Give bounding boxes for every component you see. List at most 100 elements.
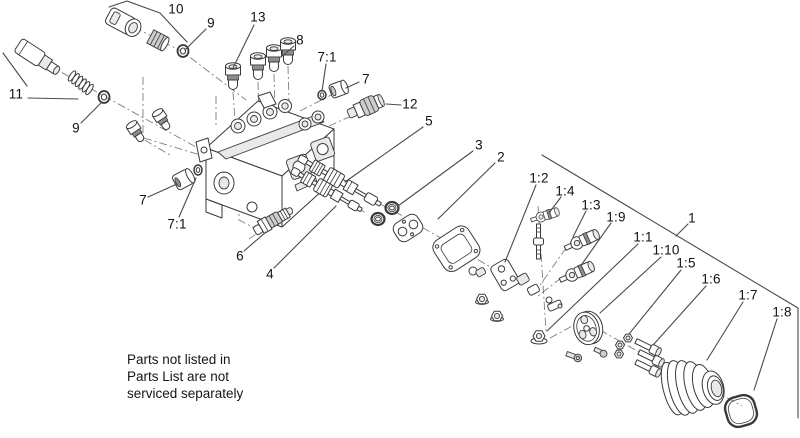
part-washer-3 <box>370 211 386 227</box>
service-note: Parts not listed in Parts List are not s… <box>127 351 243 402</box>
axis-line <box>142 77 171 156</box>
callout-8: 8 <box>296 32 304 48</box>
callout-1-10: 1:10 <box>652 242 680 258</box>
callout-6: 6 <box>236 248 244 264</box>
part-plug <box>151 108 171 130</box>
part-washer-9-left <box>97 90 111 104</box>
leader-12 <box>385 103 402 106</box>
callout-1-2: 1:2 <box>529 170 549 186</box>
part-flange-nut-1-1 <box>530 330 548 345</box>
part-plug-7-left <box>171 168 196 191</box>
callout-7-1-left: 7:1 <box>167 216 187 232</box>
part-boot-1-7 <box>660 360 725 416</box>
leader-6 <box>243 231 267 252</box>
axis-line <box>143 137 211 159</box>
leader-1-4 <box>548 196 562 214</box>
axis-line <box>549 323 577 339</box>
part-fitting-12 <box>346 93 385 119</box>
part-ball-joint-1-4 <box>530 207 560 223</box>
leader-1-8 <box>753 318 778 391</box>
callout-11: 11 <box>8 86 24 102</box>
leader-1-2 <box>504 184 537 263</box>
part-nut-1-5 <box>614 349 624 359</box>
part-nut-1-5 <box>623 333 633 343</box>
leader-1-6 <box>653 285 707 345</box>
callout-2: 2 <box>497 149 505 165</box>
leader-1-10 <box>599 256 662 314</box>
part-spool-5 <box>297 154 382 207</box>
leader-1-1 <box>546 243 639 332</box>
bracket-1 <box>541 154 799 419</box>
part-washer-3 <box>384 200 400 216</box>
leader-4 <box>273 205 337 269</box>
part-washer-9-top <box>176 44 190 58</box>
part-screw <box>565 351 583 363</box>
leader-1-7 <box>706 301 744 361</box>
leader-7-left <box>147 183 178 198</box>
callout-1-6: 1:6 <box>701 271 721 287</box>
leader-13 <box>232 24 255 69</box>
leader-9-left <box>80 101 103 124</box>
callout-1-4: 1:4 <box>555 183 575 199</box>
axis-line <box>537 277 562 297</box>
callout-3: 3 <box>475 137 483 153</box>
leader-1-9 <box>581 222 612 265</box>
leader-8 <box>280 45 295 58</box>
callout-1-1: 1:1 <box>633 229 653 245</box>
part-bolt-1-6 <box>634 338 662 357</box>
part-bracket-1-2 <box>490 258 530 292</box>
service-note-line: serviced separately <box>127 386 244 401</box>
part-bolt-1-6 <box>637 349 665 368</box>
callout-10: 10 <box>168 1 184 17</box>
part-bolt-1-6 <box>634 359 662 378</box>
callout-1-7: 1:7 <box>738 287 758 303</box>
callout-1: 1 <box>688 210 696 226</box>
axis-line <box>232 91 236 121</box>
part-nut <box>490 310 504 322</box>
part-nut <box>475 293 489 305</box>
leader-7-top <box>345 81 360 89</box>
part-screw <box>593 346 608 358</box>
leader-2 <box>437 162 496 220</box>
bracket-11a <box>2 52 28 87</box>
part-spool-4 <box>290 167 363 212</box>
part-plug <box>125 120 145 142</box>
part-cartridge-6 <box>252 207 293 236</box>
callout-7-left: 7 <box>139 192 147 208</box>
callout-12: 12 <box>402 96 418 112</box>
axis-line <box>287 65 290 102</box>
part-plug <box>250 52 266 80</box>
service-note-line: Parts List are not <box>127 369 230 384</box>
part-valve-body <box>195 91 336 228</box>
leader-7-1-top <box>321 63 327 92</box>
part-oring-7-1-left <box>193 164 203 176</box>
part-valve-11 <box>14 38 94 96</box>
callout-1-8: 1:8 <box>772 304 792 320</box>
callout-9-top: 9 <box>207 15 215 31</box>
callout-7-1-top: 7:1 <box>317 49 337 65</box>
part-plug-8 <box>280 37 296 65</box>
leader-5 <box>344 126 424 183</box>
part-plug-13 <box>225 62 241 90</box>
leader-lines <box>2 0 799 419</box>
leader-1-3 <box>572 210 587 238</box>
callout-1-9: 1:9 <box>606 209 626 225</box>
spring <box>67 70 94 96</box>
callout-7-top: 7 <box>362 71 370 87</box>
callout-4: 4 <box>266 266 274 282</box>
part-gasket-2 <box>392 213 424 243</box>
part-seal-1-8 <box>723 393 759 429</box>
part-nut-1-5 <box>615 340 625 350</box>
leader-7-1-left <box>178 177 197 218</box>
part-cover-fitting <box>468 266 487 278</box>
callout-13: 13 <box>250 9 266 25</box>
callout-1-3: 1:3 <box>581 197 601 213</box>
part-cap-1-10 <box>573 310 604 346</box>
part-rod-linkage <box>533 223 544 260</box>
leader-1-5 <box>628 269 682 335</box>
leader-3 <box>397 150 474 207</box>
bracket-11b <box>27 97 79 100</box>
callout-9-left: 9 <box>72 120 80 136</box>
